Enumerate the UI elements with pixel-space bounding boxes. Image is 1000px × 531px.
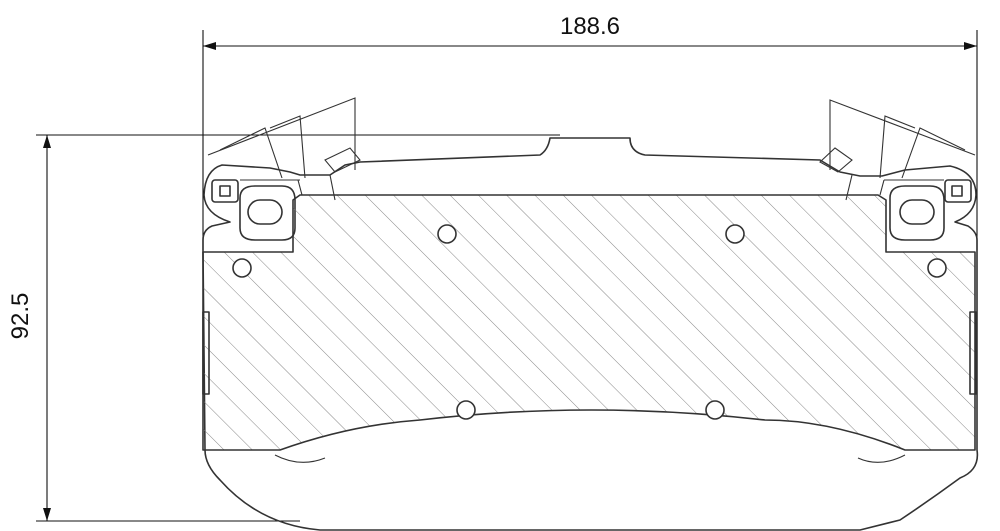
hole-side-left: [232, 258, 252, 278]
mounting-holes: [232, 224, 947, 420]
wear-indicator-left: [202, 311, 210, 395]
hole-bottom-left: [456, 400, 476, 420]
right-square-pin: [944, 179, 972, 203]
right-lug: [889, 185, 945, 241]
height-dimension: 92.5: [7, 134, 560, 522]
width-arrow-left: [203, 42, 216, 50]
backing-plate: [202, 137, 979, 531]
wear-indicators: [202, 311, 977, 395]
height-dimension-label: 92.5: [7, 293, 34, 340]
hole-top-left: [437, 224, 457, 244]
hole-top-right: [725, 224, 745, 244]
relief-right: [857, 454, 906, 463]
friction-material: [202, 194, 976, 451]
height-arrow-top: [43, 135, 51, 148]
relief-left: [274, 454, 326, 463]
right-abutment-clip: [819, 99, 976, 241]
hole-bottom-right: [705, 400, 725, 420]
left-slot: [247, 199, 283, 225]
width-dimension: 188.6: [202, 13, 978, 250]
hole-side-right: [927, 258, 947, 278]
width-dimension-label: 188.6: [560, 13, 620, 40]
width-arrow-right: [964, 42, 977, 50]
wear-indicator-right: [969, 311, 977, 395]
height-arrow-bottom: [43, 508, 51, 521]
left-square-pin: [211, 179, 239, 203]
right-slot: [899, 199, 935, 225]
